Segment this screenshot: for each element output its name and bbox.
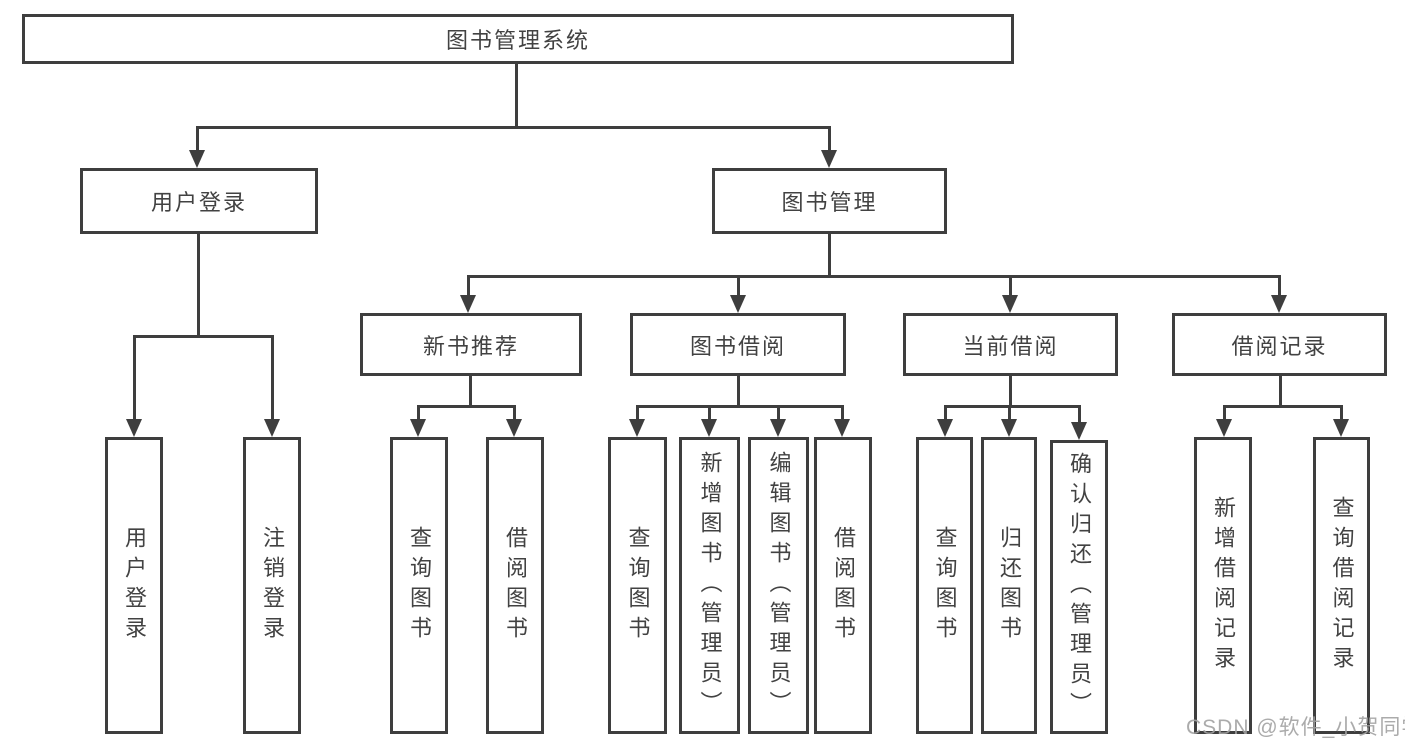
arrowhead	[460, 295, 476, 313]
connector-line	[708, 405, 711, 427]
node-book-borrow-label: 图书借阅	[689, 333, 786, 359]
leaf-edit-book-admin-label: 编辑图书（管理员）	[766, 450, 792, 721]
connector-line	[197, 234, 200, 338]
connector-line	[944, 405, 1081, 408]
connector-line	[1223, 405, 1226, 427]
connector-line	[271, 335, 274, 425]
arrowhead	[126, 419, 142, 437]
leaf-add-borrow-record: 新增借阅记录	[1194, 437, 1252, 734]
connector-line	[777, 405, 780, 427]
connector-line	[133, 335, 274, 338]
connector-line	[515, 64, 518, 127]
leaf-user-login-label: 用户登录	[122, 525, 147, 646]
arrowhead	[821, 150, 837, 168]
arrowhead	[629, 419, 645, 437]
leaf-query-books-current-label: 查询图书	[932, 525, 958, 646]
arrowhead	[410, 419, 426, 437]
arrowhead	[834, 419, 850, 437]
connector-line	[636, 405, 844, 408]
connector-line	[1078, 405, 1081, 430]
connector-line	[1278, 275, 1281, 301]
node-book-management-label: 图书管理	[781, 190, 878, 215]
connector-line	[1009, 376, 1012, 408]
leaf-add-book-admin: 新增图书（管理员）	[679, 437, 740, 734]
arrowhead	[1002, 295, 1018, 313]
leaf-confirm-return-admin-label: 确认归还（管理员）	[1067, 452, 1092, 722]
connector-line	[133, 335, 136, 425]
node-borrow-records: 借阅记录	[1172, 313, 1387, 376]
connector-line	[467, 275, 1281, 278]
csdn-watermark: CSDN @软件_小贺同学	[1186, 716, 1405, 739]
arrowhead	[1333, 419, 1349, 437]
node-user-login-label: 用户登录	[150, 190, 247, 215]
connector-line	[737, 376, 740, 408]
node-new-book-recommend-label: 新书推荐	[422, 333, 519, 359]
connector-line	[417, 405, 420, 427]
connector-line	[944, 405, 947, 427]
leaf-return-book-label: 归还图书	[997, 525, 1022, 646]
connector-line	[1340, 405, 1343, 427]
leaf-add-book-admin-label: 新增图书（管理员）	[697, 450, 723, 721]
connector-line	[1008, 405, 1011, 427]
arrowhead	[264, 419, 280, 437]
arrowhead	[1071, 422, 1087, 440]
leaf-borrow-books-recommend-label: 借阅图书	[503, 525, 528, 646]
connector-line	[417, 405, 516, 408]
node-root-label: 图书管理系统	[445, 28, 590, 53]
leaf-add-borrow-record-label: 新增借阅记录	[1211, 495, 1236, 676]
arrowhead	[701, 419, 717, 437]
node-current-borrow-label: 当前借阅	[962, 333, 1059, 359]
connector-line	[196, 126, 199, 156]
arrowhead	[730, 295, 746, 313]
connector-line	[1009, 275, 1012, 301]
leaf-return-book: 归还图书	[981, 437, 1037, 734]
leaf-query-borrow-record: 查询借阅记录	[1313, 437, 1370, 734]
arrowhead	[1001, 419, 1017, 437]
arrowhead	[189, 150, 205, 168]
arrowhead	[770, 419, 786, 437]
connector-line	[828, 126, 831, 156]
leaf-borrow-books: 借阅图书	[814, 437, 872, 734]
leaf-query-borrow-record-label: 查询借阅记录	[1329, 495, 1355, 676]
leaf-confirm-return-admin: 确认归还（管理员）	[1050, 440, 1108, 734]
leaf-query-books-recommend: 查询图书	[390, 437, 448, 734]
node-book-management: 图书管理	[712, 168, 947, 234]
arrowhead	[1271, 295, 1287, 313]
connector-line	[513, 405, 516, 427]
connector-line	[467, 275, 470, 301]
leaf-logout: 注销登录	[243, 437, 301, 734]
leaf-query-books-recommend-label: 查询图书	[407, 525, 432, 646]
arrowhead	[506, 419, 522, 437]
leaf-edit-book-admin: 编辑图书（管理员）	[748, 437, 809, 734]
leaf-user-login: 用户登录	[105, 437, 163, 734]
node-root: 图书管理系统	[22, 14, 1014, 64]
leaf-logout-label: 注销登录	[260, 525, 285, 646]
leaf-borrow-books-recommend: 借阅图书	[486, 437, 544, 734]
leaf-query-books-borrow: 查询图书	[608, 437, 667, 734]
leaf-query-books-current: 查询图书	[916, 437, 973, 734]
node-book-borrow: 图书借阅	[630, 313, 846, 376]
connector-line	[841, 405, 844, 427]
leaf-query-books-borrow-label: 查询图书	[625, 525, 651, 646]
connector-line	[636, 405, 639, 427]
connector-line	[197, 126, 831, 129]
connector-line	[1279, 376, 1282, 408]
node-user-login: 用户登录	[80, 168, 318, 234]
connector-line	[737, 275, 740, 301]
node-borrow-records-label: 借阅记录	[1231, 333, 1328, 359]
arrowhead	[937, 419, 953, 437]
connector-line	[469, 376, 472, 408]
node-new-book-recommend: 新书推荐	[360, 313, 582, 376]
arrowhead	[1216, 419, 1232, 437]
connector-line	[828, 234, 831, 277]
node-current-borrow: 当前借阅	[903, 313, 1118, 376]
leaf-borrow-books-label: 借阅图书	[831, 525, 856, 646]
connector-line	[1223, 405, 1342, 408]
